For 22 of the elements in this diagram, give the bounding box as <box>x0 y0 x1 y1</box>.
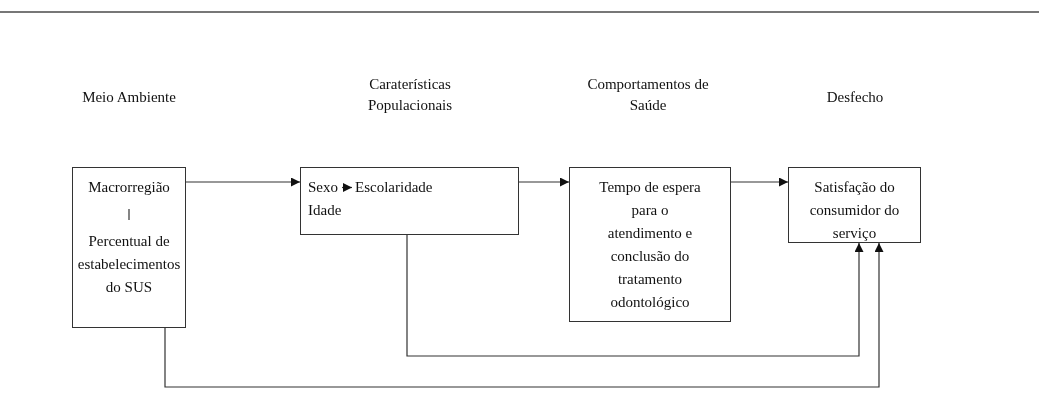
box-text: Satisfação do consumidor do serviço <box>808 178 901 243</box>
connector-line <box>128 208 130 221</box>
arrow <box>164 242 884 388</box>
process-box <box>72 167 186 328</box>
arrow <box>730 177 789 187</box>
arrow <box>406 234 864 357</box>
node-text: Sexo <box>308 176 338 199</box>
column-heading: Meio Ambiente <box>81 88 177 107</box>
node-text: Escolaridade <box>355 176 433 199</box>
node-text: Percentual de estabelecimentos do SUS <box>73 230 185 299</box>
column-heading: Desfecho <box>825 88 885 107</box>
node-text: Idade <box>308 199 342 222</box>
box-text: Tempo de espera para o atendimento e conclusão do tratamento odontológico <box>598 178 702 312</box>
column-heading: Comportamentos de Saúde <box>586 75 710 115</box>
process-box <box>788 167 921 243</box>
arrow <box>518 177 570 187</box>
arrow <box>185 177 301 187</box>
arrow <box>341 183 353 192</box>
column-heading: Caraterísticas Populacionais <box>366 75 454 115</box>
node-text: Macrorregião <box>73 176 185 199</box>
process-box <box>300 167 519 235</box>
process-box <box>569 167 731 322</box>
